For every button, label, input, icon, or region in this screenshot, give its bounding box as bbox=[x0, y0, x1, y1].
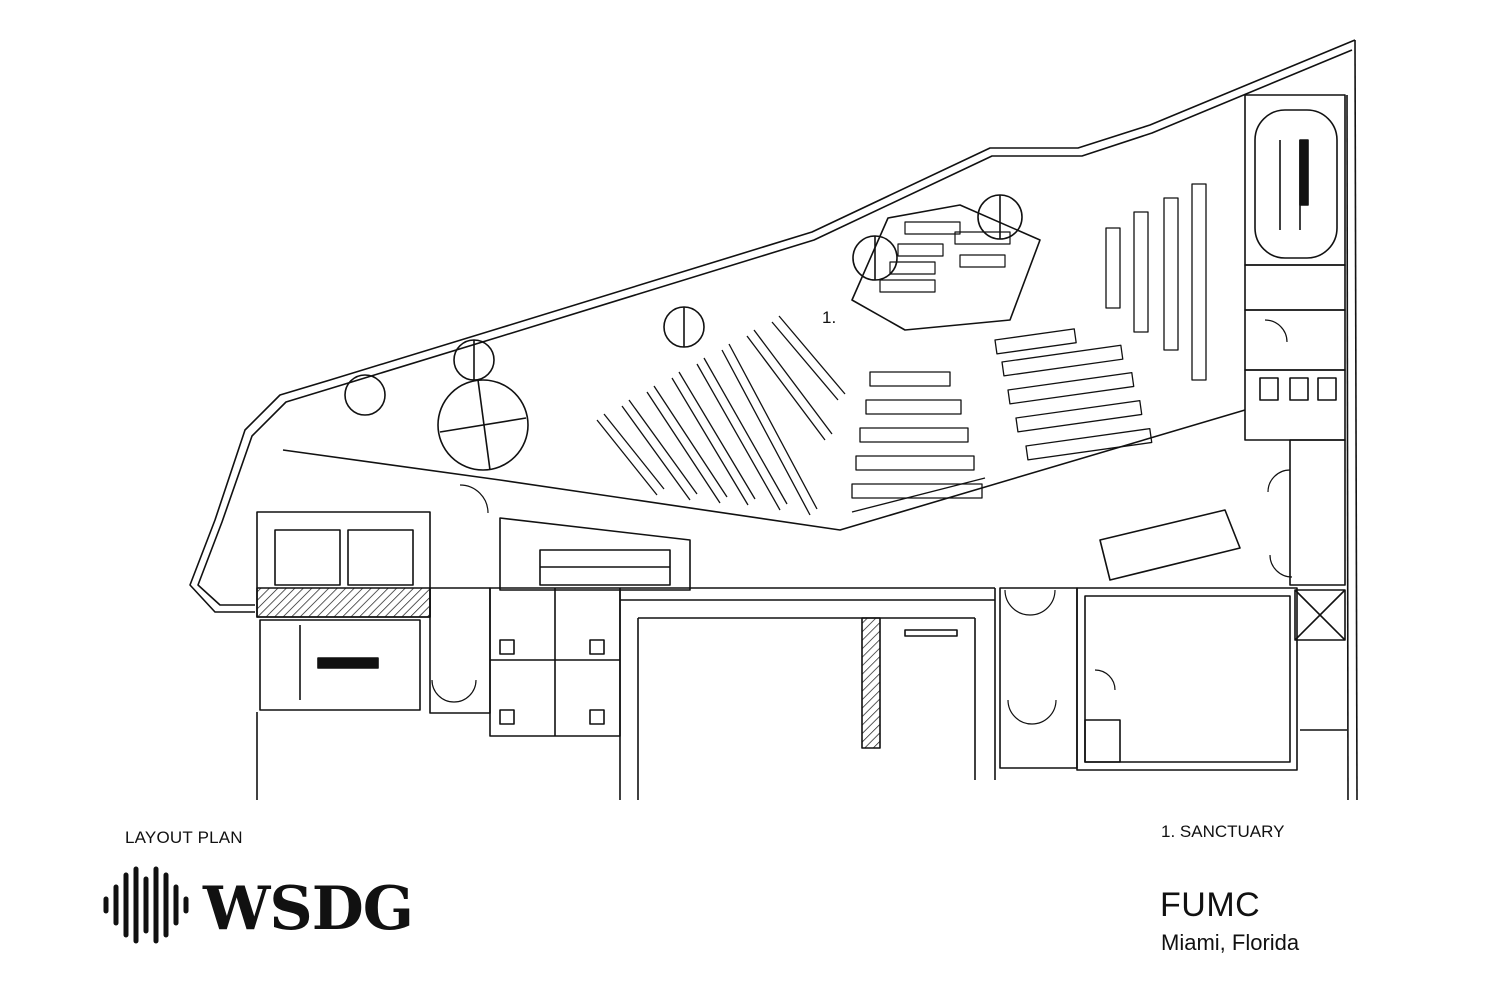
project-name: FUMC bbox=[1160, 886, 1261, 924]
project-location: Miami, Florida bbox=[1161, 930, 1300, 955]
wsdg-logo-text: WSDG bbox=[203, 874, 414, 944]
facade-columns bbox=[344, 194, 1023, 416]
organ-room bbox=[999, 587, 1298, 771]
stair-center bbox=[499, 517, 691, 591]
room-legend: 1. SANCTUARY bbox=[1161, 822, 1285, 841]
layout-plan-label: LAYOUT PLAN bbox=[125, 828, 243, 847]
mezzanine-line bbox=[282, 409, 1246, 531]
corridor bbox=[619, 587, 996, 800]
seating-block-left bbox=[596, 315, 846, 516]
soundwave-icon bbox=[103, 866, 189, 944]
seating-block-center bbox=[851, 371, 986, 513]
elevator-core-west bbox=[256, 511, 431, 711]
door-swings bbox=[431, 319, 1293, 725]
exterior-facade-wall bbox=[189, 39, 1358, 801]
stage-platform bbox=[851, 204, 1041, 331]
stage-chairs bbox=[879, 221, 1011, 293]
round-skylight bbox=[437, 379, 529, 471]
stair-east bbox=[1099, 509, 1241, 581]
stair-core-northeast bbox=[1244, 94, 1346, 311]
room-number-label: 1. bbox=[822, 308, 837, 327]
seating-block-right bbox=[994, 183, 1207, 461]
restrooms-center bbox=[429, 587, 621, 737]
restrooms-east bbox=[1244, 309, 1346, 641]
